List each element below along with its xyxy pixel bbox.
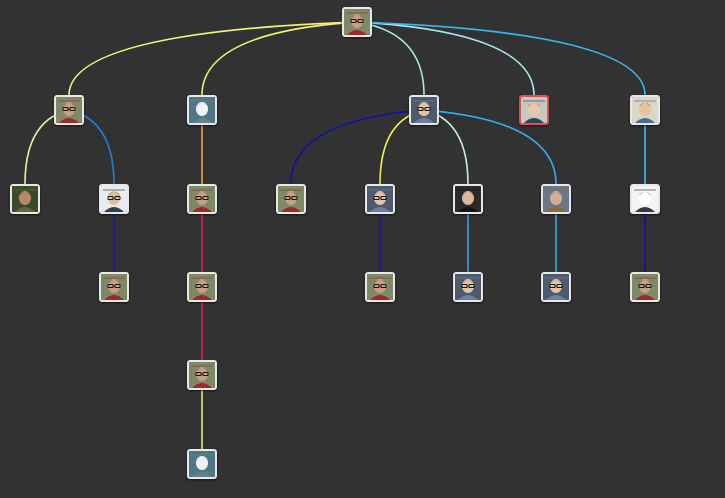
avatar-node[interactable]: [187, 184, 217, 214]
avatar-image: [189, 451, 215, 477]
avatar-node[interactable]: [99, 184, 129, 214]
avatar-image: [278, 186, 304, 212]
avatar-image: [543, 274, 569, 300]
avatar-node[interactable]: [630, 184, 660, 214]
avatar-image: [632, 274, 658, 300]
avatar-image: [455, 274, 481, 300]
avatar-node[interactable]: [519, 95, 549, 125]
avatar-image: [189, 362, 215, 388]
avatar-node[interactable]: [541, 272, 571, 302]
avatar-node[interactable]: [453, 184, 483, 214]
avatar-node[interactable]: [187, 360, 217, 390]
avatar-node[interactable]: [276, 184, 306, 214]
avatar-image: [12, 186, 38, 212]
avatar-node[interactable]: [187, 95, 217, 125]
avatar-image: [189, 274, 215, 300]
avatar-node[interactable]: [365, 272, 395, 302]
avatar-image: [411, 97, 437, 123]
avatar-image: [101, 274, 127, 300]
avatar-image: [189, 97, 215, 123]
avatar-node[interactable]: [453, 272, 483, 302]
avatar-node[interactable]: [99, 272, 129, 302]
avatar-node[interactable]: [54, 95, 84, 125]
tree-edge: [68, 21, 358, 96]
avatar-node[interactable]: [187, 272, 217, 302]
avatar-image: [367, 274, 393, 300]
avatar-image: [543, 186, 569, 212]
avatar-node[interactable]: [541, 184, 571, 214]
avatar-image: [189, 186, 215, 212]
avatar-node[interactable]: [10, 184, 40, 214]
avatar-node[interactable]: [342, 7, 372, 37]
avatar-node[interactable]: [409, 95, 439, 125]
avatar-image: [632, 97, 658, 123]
avatar-image: [521, 97, 547, 123]
avatar-image: [455, 186, 481, 212]
avatar-image: [344, 9, 370, 35]
avatar-node[interactable]: [365, 184, 395, 214]
avatar-node[interactable]: [187, 449, 217, 479]
avatar-image: [367, 186, 393, 212]
avatar-image: [101, 186, 127, 212]
tree-edge: [201, 21, 358, 96]
avatar-node[interactable]: [630, 272, 660, 302]
tree-edge: [356, 21, 646, 96]
avatar-image: [56, 97, 82, 123]
tree-edge: [290, 109, 425, 185]
avatar-image: [632, 186, 658, 212]
avatar-node[interactable]: [630, 95, 660, 125]
